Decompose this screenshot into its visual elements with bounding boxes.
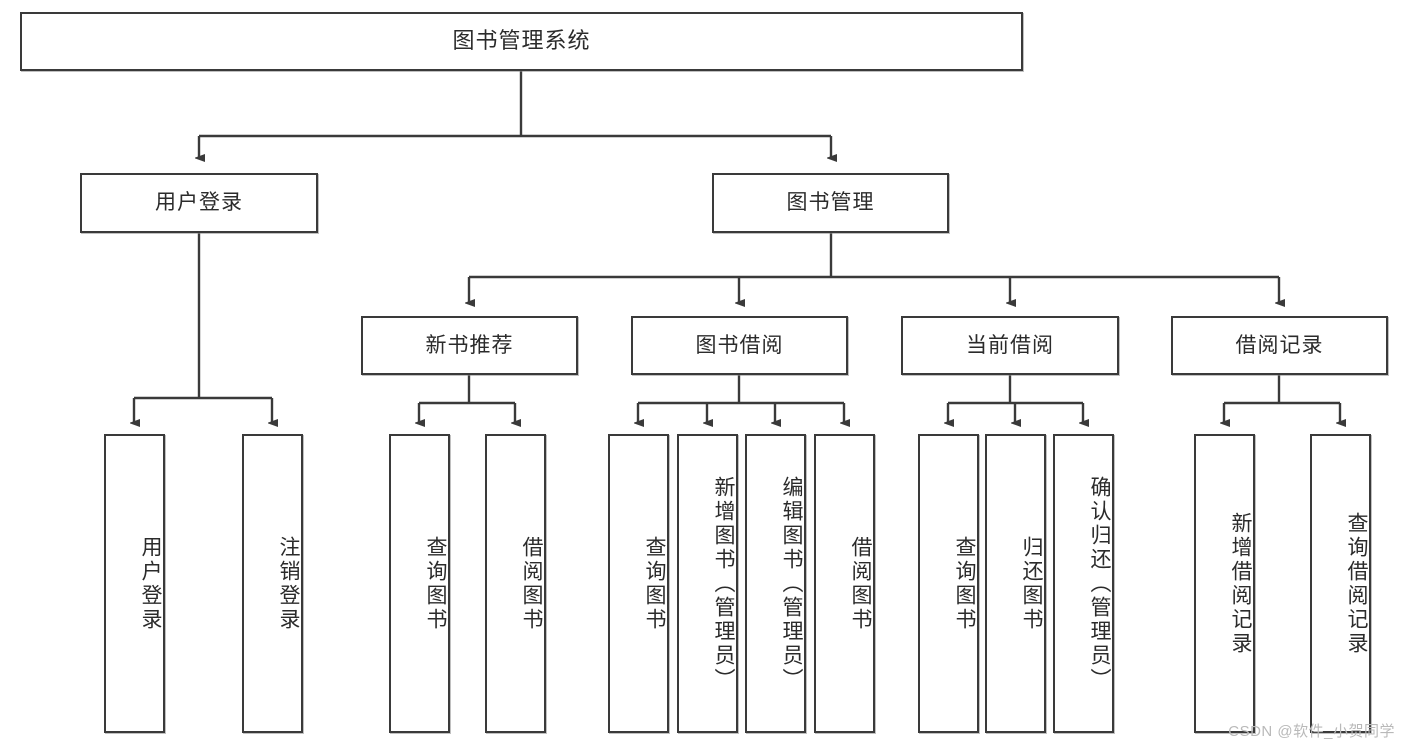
leaf-borrow-query-book[interactable]: 查询图书 — [608, 434, 669, 733]
node-root-system[interactable]: 图书管理系统 — [20, 12, 1023, 71]
leaf-current-return-book[interactable]: 归还图书 — [985, 434, 1046, 733]
leaf-user-login-signout[interactable]: 注销登录 — [242, 434, 303, 733]
leaf-current-query-book[interactable]: 查询图书 — [918, 434, 979, 733]
leaf-record-query[interactable]: 查询借阅记录 — [1310, 434, 1371, 733]
node-user-login[interactable]: 用户登录 — [80, 173, 318, 233]
csdn-watermark: CSDN @软件_小贺同学 — [1228, 723, 1395, 740]
leaf-borrow-add-book[interactable]: 新增图书（管理员） — [677, 434, 738, 733]
leaf-record-add[interactable]: 新增借阅记录 — [1194, 434, 1255, 733]
leaf-current-confirm-return[interactable]: 确认归还（管理员） — [1053, 434, 1114, 733]
node-book-borrow[interactable]: 图书借阅 — [631, 316, 848, 375]
node-new-book-recommend[interactable]: 新书推荐 — [361, 316, 578, 375]
leaf-new-book-borrow[interactable]: 借阅图书 — [485, 434, 546, 733]
node-book-management[interactable]: 图书管理 — [712, 173, 949, 233]
node-borrow-record[interactable]: 借阅记录 — [1171, 316, 1388, 375]
leaf-user-login-signin[interactable]: 用户登录 — [104, 434, 165, 733]
leaf-borrow-borrow-book[interactable]: 借阅图书 — [814, 434, 875, 733]
node-current-borrow[interactable]: 当前借阅 — [901, 316, 1119, 375]
leaf-new-book-query[interactable]: 查询图书 — [389, 434, 450, 733]
leaf-borrow-edit-book[interactable]: 编辑图书（管理员） — [745, 434, 806, 733]
